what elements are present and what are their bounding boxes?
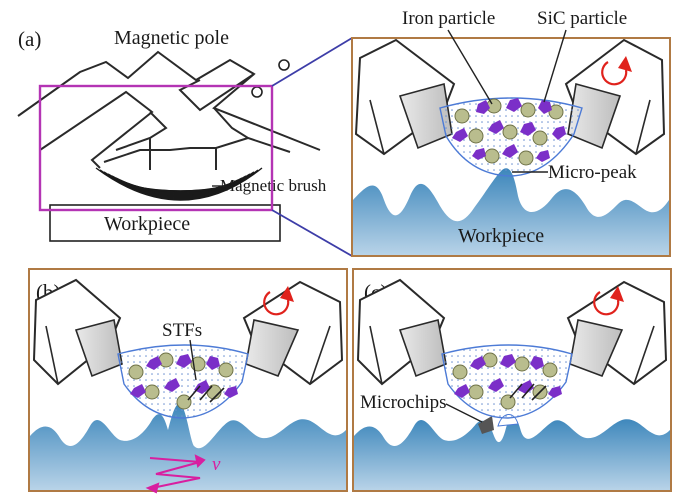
particle-circle bbox=[251, 86, 263, 98]
zoom-connector-bottom bbox=[271, 209, 353, 257]
panel-c: (c) bbox=[352, 268, 672, 492]
iron-particle-label: Iron particle bbox=[402, 8, 495, 29]
pole-right-c bbox=[566, 280, 668, 386]
microchip-shape bbox=[478, 416, 494, 434]
particles-c bbox=[452, 352, 562, 410]
panel-b: (b) bbox=[28, 268, 348, 494]
workpiece-label-a: Workpiece bbox=[104, 213, 190, 235]
workpiece-surface bbox=[353, 168, 669, 255]
magnetic-pole-label: Magnetic pole bbox=[114, 27, 229, 49]
magnetic-pole-drawing bbox=[17, 50, 321, 170]
panel-a: (a) Magnetic pole bbox=[17, 27, 353, 257]
pole-right bbox=[564, 38, 666, 156]
workpiece-label-zoom: Workpiece bbox=[458, 225, 544, 247]
workpiece-surface-b bbox=[30, 403, 346, 490]
chain-arrows-b bbox=[187, 385, 225, 403]
panel-a-label: (a) bbox=[18, 27, 41, 51]
sic-particle-label: SiC particle bbox=[537, 8, 627, 29]
pole-left-b bbox=[32, 278, 123, 386]
workpiece-surface-c bbox=[354, 417, 670, 490]
magnetic-brush-label: Magnetic brush bbox=[220, 176, 327, 195]
chain-arrows-c bbox=[509, 383, 547, 401]
velocity-arrow-icon bbox=[145, 454, 206, 494]
iron-particle-leader bbox=[447, 29, 493, 105]
zoom-frame bbox=[38, 84, 274, 212]
zoom-connector-top bbox=[271, 37, 353, 87]
rotation-arrow-icon-c bbox=[593, 286, 624, 316]
micro-peak-label: Micro-peak bbox=[548, 162, 637, 183]
microchips-leader bbox=[445, 403, 483, 423]
stfs-leader bbox=[189, 339, 197, 381]
panel-zoom: Iron particle SiC particle Workpiece bbox=[351, 8, 671, 257]
stfs-label: STFs bbox=[162, 320, 202, 341]
particle-circle bbox=[278, 59, 290, 71]
sic-particle-leader bbox=[543, 29, 567, 103]
rotation-arrow-icon bbox=[601, 56, 632, 86]
magnetic-brush-drawing bbox=[95, 167, 263, 201]
velocity-label: v bbox=[212, 454, 221, 475]
microchips-label: Microchips bbox=[360, 392, 447, 413]
pole-left-c bbox=[356, 278, 447, 386]
pole-left bbox=[354, 38, 456, 156]
pole-right-b bbox=[242, 280, 344, 386]
rotation-arrow-icon-b bbox=[263, 286, 294, 316]
particles-zoom bbox=[452, 98, 566, 166]
